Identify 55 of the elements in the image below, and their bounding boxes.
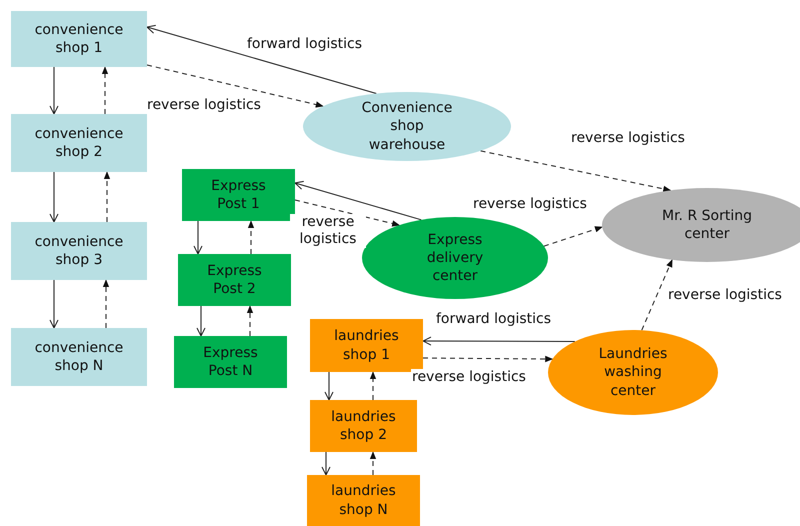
node-label: Laundries washing center: [598, 345, 668, 400]
shop-box: [178, 254, 291, 306]
node-label: convenience shop 1: [34, 20, 124, 58]
node-label: laundries shop 2: [330, 408, 397, 444]
shop-box: [11, 222, 147, 280]
shop-box: [174, 336, 287, 388]
arrow: [104, 171, 110, 222]
arrow: [422, 356, 554, 362]
shop-box: [11, 114, 147, 172]
arrow: [50, 280, 58, 328]
shop-box: [310, 400, 417, 452]
edge-label: reverse logistics: [290, 214, 366, 248]
shop-box: [11, 328, 147, 386]
arrow: [544, 226, 603, 247]
arrow: [324, 372, 334, 400]
edge-label: reverse logistics: [411, 369, 527, 386]
node-label: Mr. R Sorting center: [661, 206, 753, 244]
arrow: [246, 305, 254, 336]
arrow: [50, 172, 58, 222]
shop-box: [182, 169, 295, 221]
node-label: convenience shop 2: [34, 124, 124, 162]
arrow: [422, 336, 576, 346]
edge-label: forward logistics: [435, 311, 552, 328]
arrow: [146, 64, 324, 108]
arrow: [294, 180, 422, 220]
arrow: [102, 279, 110, 328]
edge-label: reverse logistics: [570, 130, 686, 147]
node-label: convenience shop N: [34, 338, 124, 376]
arrow: [294, 200, 400, 227]
arrow: [322, 452, 330, 476]
edge-label: reverse logistics: [667, 287, 783, 304]
arrow: [248, 220, 254, 254]
shop-box: [307, 475, 420, 526]
arrow: [480, 150, 672, 192]
arrow: [102, 66, 108, 114]
arrow: [370, 451, 376, 476]
arrow: [146, 24, 377, 94]
arrow: [50, 66, 58, 114]
arrow: [196, 306, 206, 336]
shop-box: [11, 11, 147, 67]
arrow: [370, 371, 376, 400]
node-label: Express Post N: [202, 344, 259, 380]
edge-label: reverse logistics: [472, 196, 588, 213]
node-label: Express Post 2: [206, 262, 263, 298]
node-label: Express Post 1: [210, 176, 267, 214]
node-label: laundries shop N: [330, 482, 397, 519]
node-label: Convenience shop warehouse: [360, 99, 454, 154]
edge-label: reverse logistics: [146, 97, 262, 114]
node-label: Express delivery center: [426, 230, 484, 286]
node-label: laundries shop 1: [333, 327, 400, 364]
edge-label: forward logistics: [246, 36, 364, 53]
arrow: [194, 220, 202, 254]
arrow: [641, 259, 673, 331]
shop-box: [310, 319, 423, 372]
node-label: convenience shop 3: [34, 232, 124, 270]
